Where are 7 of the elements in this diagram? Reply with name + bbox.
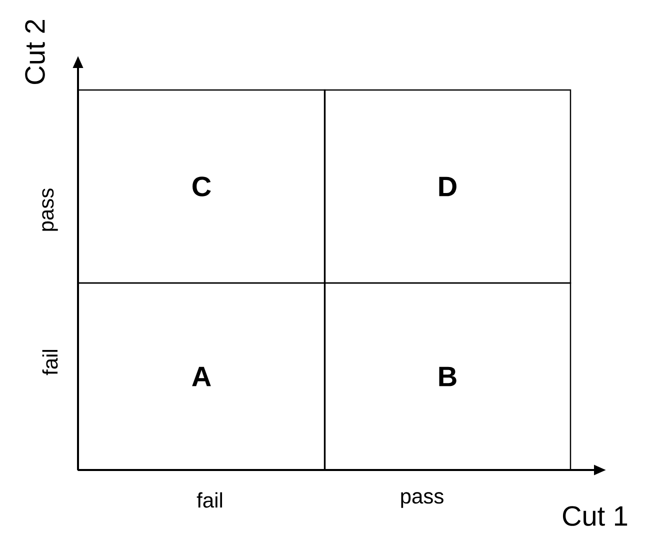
quadrant-box: D bbox=[324, 89, 572, 284]
quadrant-box: C bbox=[77, 89, 326, 284]
axis-tick-label: fail bbox=[196, 492, 222, 508]
axis-title: Cut 1 bbox=[562, 506, 628, 526]
axis-tick-label: pass bbox=[42, 188, 58, 231]
quadrant-box: A bbox=[77, 282, 326, 471]
quadrant-box: B bbox=[324, 282, 572, 471]
